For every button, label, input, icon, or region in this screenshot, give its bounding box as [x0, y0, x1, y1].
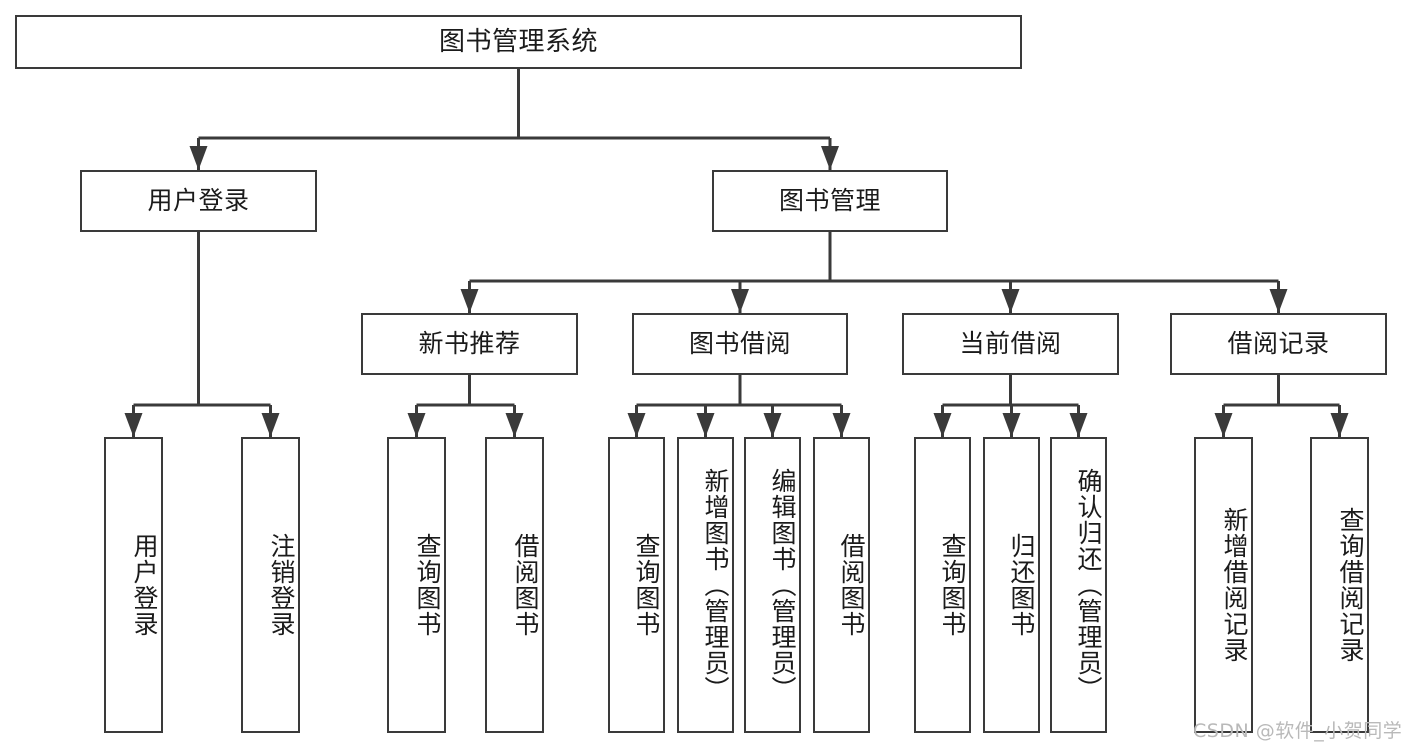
connector-arrowhead — [1214, 413, 1233, 437]
node-label: 新书推荐 — [418, 329, 521, 359]
node-leaf-borrow-book-1: 借阅图书 — [485, 437, 544, 733]
node-new-book-rec: 新书推荐 — [361, 313, 578, 375]
node-leaf-borrow-book-2: 借阅图书 — [813, 437, 870, 733]
node-leaf-query-book-2: 查询图书 — [608, 437, 665, 733]
connector-arrowhead — [1001, 289, 1020, 313]
connector-arrowhead — [731, 289, 749, 313]
node-label: 新增图书（管理员） — [701, 468, 730, 702]
node-label: 当前借阅 — [959, 329, 1062, 359]
connector-arrowhead — [763, 413, 782, 437]
node-label: 归还图书 — [1007, 533, 1036, 637]
node-leaf-return-book: 归还图书 — [983, 437, 1040, 733]
node-label: 图书管理 — [778, 186, 881, 216]
node-book-manage: 图书管理 — [712, 170, 948, 232]
node-leaf-add-record: 新增借阅记录 — [1194, 437, 1253, 733]
node-label: 借阅图书 — [511, 533, 540, 637]
node-label: 图书借阅 — [688, 329, 791, 359]
connector-arrowhead — [1269, 289, 1288, 313]
node-book-borrow: 图书借阅 — [632, 313, 848, 375]
connector-arrowhead — [460, 289, 479, 313]
connector-arrowhead — [696, 413, 715, 437]
node-root: 图书管理系统 — [15, 15, 1022, 69]
connector-arrowhead — [1069, 413, 1088, 437]
node-leaf-add-book: 新增图书（管理员） — [677, 437, 734, 733]
node-label: 查询图书 — [413, 533, 442, 637]
node-label: 图书管理系统 — [438, 26, 598, 57]
node-label: 查询图书 — [632, 533, 661, 637]
node-leaf-query-book-1: 查询图书 — [387, 437, 446, 733]
connector-arrowhead — [124, 413, 143, 437]
connector-arrowhead — [832, 413, 851, 437]
connector-arrowhead — [505, 413, 524, 437]
node-label: 查询借阅记录 — [1336, 507, 1365, 663]
connector-arrowhead — [627, 413, 646, 437]
node-leaf-user-logout: 注销登录 — [241, 437, 300, 733]
node-user-login: 用户登录 — [80, 170, 317, 232]
watermark-text: CSDN @软件_小贺同学 — [1193, 720, 1403, 742]
connector-arrowhead — [821, 146, 839, 170]
node-leaf-edit-book: 编辑图书（管理员） — [744, 437, 801, 733]
node-label: 借阅图书 — [837, 533, 866, 637]
node-leaf-confirm-return: 确认归还（管理员） — [1050, 437, 1107, 733]
node-label: 用户登录 — [147, 186, 250, 216]
node-label: 确认归还（管理员） — [1074, 468, 1103, 702]
node-leaf-query-record: 查询借阅记录 — [1310, 437, 1369, 733]
node-label: 查询图书 — [938, 533, 967, 637]
connector-arrowhead — [1330, 413, 1349, 437]
connector-arrowhead — [407, 413, 426, 437]
connector-arrowhead — [189, 146, 208, 170]
node-label: 编辑图书（管理员） — [768, 468, 797, 702]
connector-arrowhead — [261, 413, 280, 437]
node-label: 新增借阅记录 — [1220, 507, 1249, 663]
node-current-borrow: 当前借阅 — [902, 313, 1119, 375]
node-leaf-user-login: 用户登录 — [104, 437, 163, 733]
node-leaf-query-book-3: 查询图书 — [914, 437, 971, 733]
node-label: 用户登录 — [130, 533, 159, 637]
node-label: 借阅记录 — [1227, 329, 1330, 359]
connector-arrowhead — [933, 413, 952, 437]
node-label: 注销登录 — [267, 533, 296, 637]
connector-arrowhead — [1002, 413, 1021, 437]
node-borrow-record: 借阅记录 — [1170, 313, 1387, 375]
